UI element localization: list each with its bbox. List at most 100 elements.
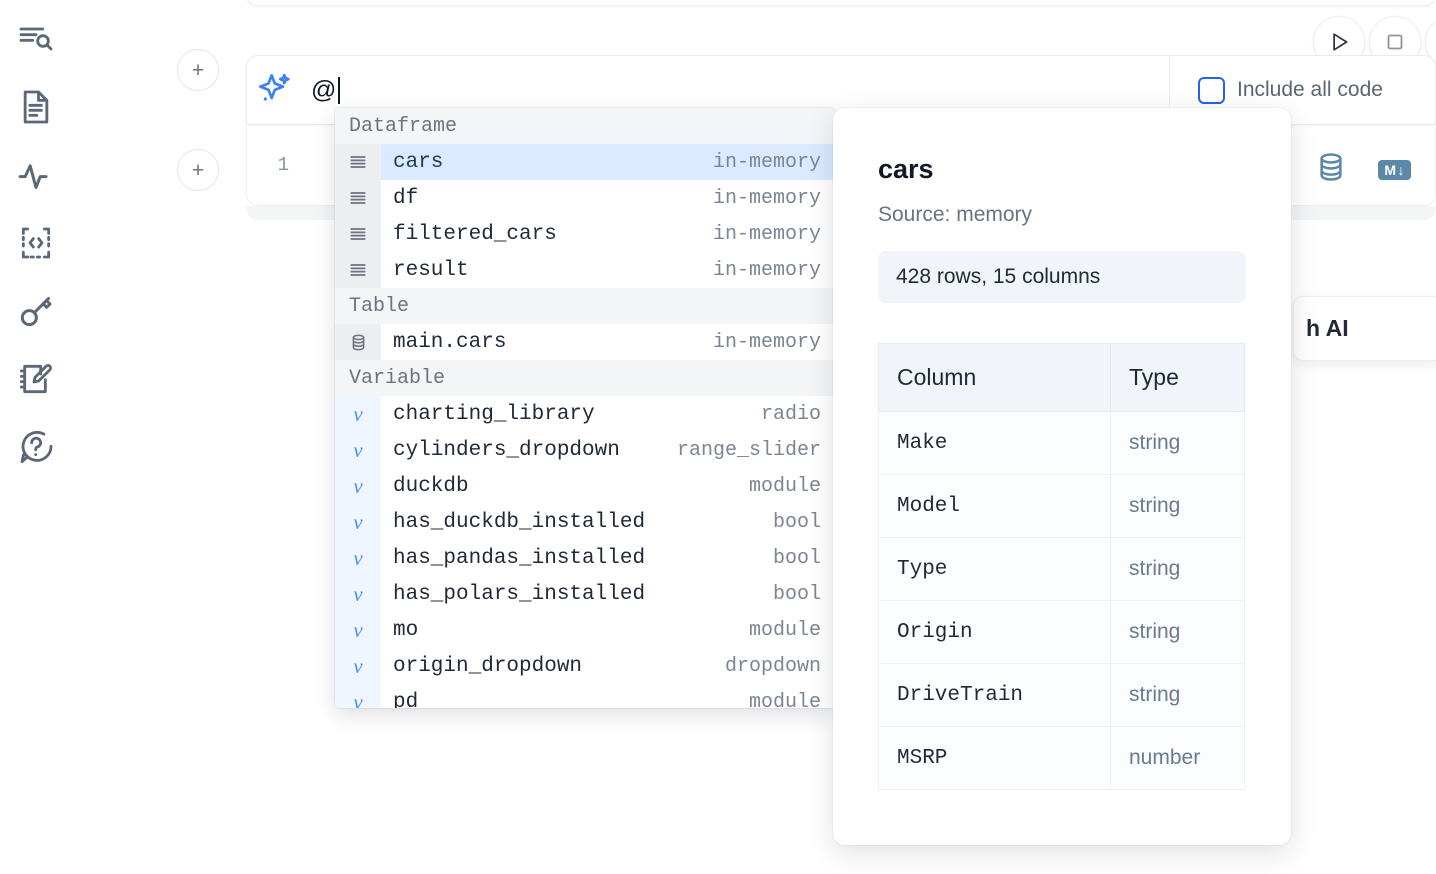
text-cursor — [337, 76, 340, 104]
markdown-badge[interactable]: M↓ — [1378, 159, 1411, 180]
markdown-badge-arrow: ↓ — [1397, 161, 1405, 178]
variable-icon: v — [335, 612, 381, 648]
autocomplete-item-name: has_duckdb_installed — [393, 510, 646, 534]
autocomplete-item-meta: module — [748, 474, 821, 498]
autocomplete-item-cylinders_dropdown[interactable]: v cylinders_dropdown range_slider — [335, 432, 835, 468]
autocomplete-item-meta: in-memory — [712, 150, 821, 174]
autocomplete-item-name: mo — [393, 618, 419, 642]
schema-column-name: Model — [878, 474, 1111, 538]
add-cell-above-button[interactable]: + — [177, 49, 219, 91]
preview-title: cars — [878, 154, 934, 184]
stop-icon — [1387, 34, 1403, 50]
add-cell-below-label: + — [191, 158, 205, 182]
variable-icon: v — [335, 432, 381, 468]
dataframe-icon — [335, 180, 381, 216]
autocomplete-item-meta: in-memory — [712, 330, 821, 354]
sparkles-icon — [247, 70, 303, 110]
autocomplete-item-meta: module — [748, 618, 821, 642]
autocomplete-item-name: has_pandas_installed — [393, 546, 646, 570]
include-all-code-toggle[interactable]: Include all code — [1198, 76, 1383, 104]
dataframe-icon — [335, 144, 381, 180]
play-icon — [1333, 33, 1348, 51]
autocomplete-section-header: Variable — [335, 360, 835, 396]
variable-icon: v — [335, 684, 381, 708]
schema-column-name: Type — [878, 537, 1111, 601]
schema-column-type: string — [1110, 537, 1245, 601]
autocomplete-item-meta: in-memory — [712, 258, 821, 282]
key-icon[interactable] — [13, 288, 59, 334]
scratchpad-icon[interactable] — [13, 356, 59, 402]
autocomplete-item-name: pd — [393, 690, 419, 709]
preview-source: Source: memory — [878, 203, 1033, 226]
autocomplete-item-name: filtered_cars — [393, 222, 557, 246]
activity-icon[interactable] — [13, 152, 59, 198]
schema-column-type: string — [1110, 411, 1245, 475]
file-search-icon[interactable] — [13, 16, 59, 62]
include-all-code-checkbox[interactable] — [1198, 76, 1225, 104]
add-cell-below-button[interactable]: + — [177, 149, 219, 191]
variable-icon: v — [335, 540, 381, 576]
autocomplete-item-name: duckdb — [393, 474, 469, 498]
autocomplete-item-name: main.cars — [393, 330, 507, 354]
line-number: 1 — [277, 154, 289, 176]
autocomplete-item-result[interactable]: result in-memory — [335, 252, 835, 288]
previous-cell-edge — [246, 0, 1436, 6]
autocomplete-item-meta: range_slider — [676, 438, 821, 462]
ai-hint-card[interactable]: h AI — [1293, 296, 1436, 361]
autocomplete-item-main.cars[interactable]: main.cars in-memory — [335, 324, 835, 360]
ai-prompt-input[interactable]: @ — [303, 56, 1169, 124]
table-header-row: Column Type — [878, 343, 1245, 412]
divider — [1169, 56, 1170, 124]
database-icon[interactable] — [1314, 150, 1348, 189]
cell-icon-group: M↓ — [1314, 150, 1411, 189]
schema-column-type: string — [1110, 663, 1245, 727]
code-snippet-icon[interactable] — [13, 220, 59, 266]
autocomplete-item-meta: dropdown — [724, 654, 821, 678]
document-icon[interactable] — [13, 84, 59, 130]
schema-column-name: DriveTrain — [878, 663, 1111, 727]
schema-column-name: MSRP — [878, 726, 1111, 790]
variable-icon: v — [335, 648, 381, 684]
dataframe-preview-panel: cars Source: memory 428 rows, 15 columns… — [833, 108, 1291, 845]
autocomplete-item-meta: in-memory — [712, 222, 821, 246]
autocomplete-section-header: Table — [335, 288, 835, 324]
autocomplete-item-df[interactable]: df in-memory — [335, 180, 835, 216]
variable-icon: v — [335, 468, 381, 504]
autocomplete-item-meta: bool — [772, 582, 821, 606]
autocomplete-section-header: Dataframe — [335, 108, 835, 144]
autocomplete-item-has_pandas_installed[interactable]: v has_pandas_installed bool — [335, 540, 835, 576]
help-chat-icon[interactable] — [13, 424, 59, 470]
autocomplete-item-meta: bool — [772, 546, 821, 570]
ai-prompt-options: Include all code — [1170, 56, 1435, 124]
autocomplete-item-name: result — [393, 258, 469, 282]
left-sidebar-rail — [0, 0, 72, 874]
schema-column-name: Origin — [878, 600, 1111, 664]
variable-icon: v — [335, 396, 381, 432]
autocomplete-item-name: df — [393, 186, 419, 210]
autocomplete-item-name: cylinders_dropdown — [393, 438, 620, 462]
schema-column-type: string — [1110, 474, 1245, 538]
autocomplete-item-filtered_cars[interactable]: filtered_cars in-memory — [335, 216, 835, 252]
dataframe-icon — [335, 216, 381, 252]
include-all-code-label: Include all code — [1237, 78, 1383, 101]
markdown-badge-letter: M — [1384, 161, 1397, 178]
autocomplete-item-meta: module — [748, 690, 821, 709]
autocomplete-item-name: charting_library — [393, 402, 595, 426]
autocomplete-item-meta: in-memory — [712, 186, 821, 210]
